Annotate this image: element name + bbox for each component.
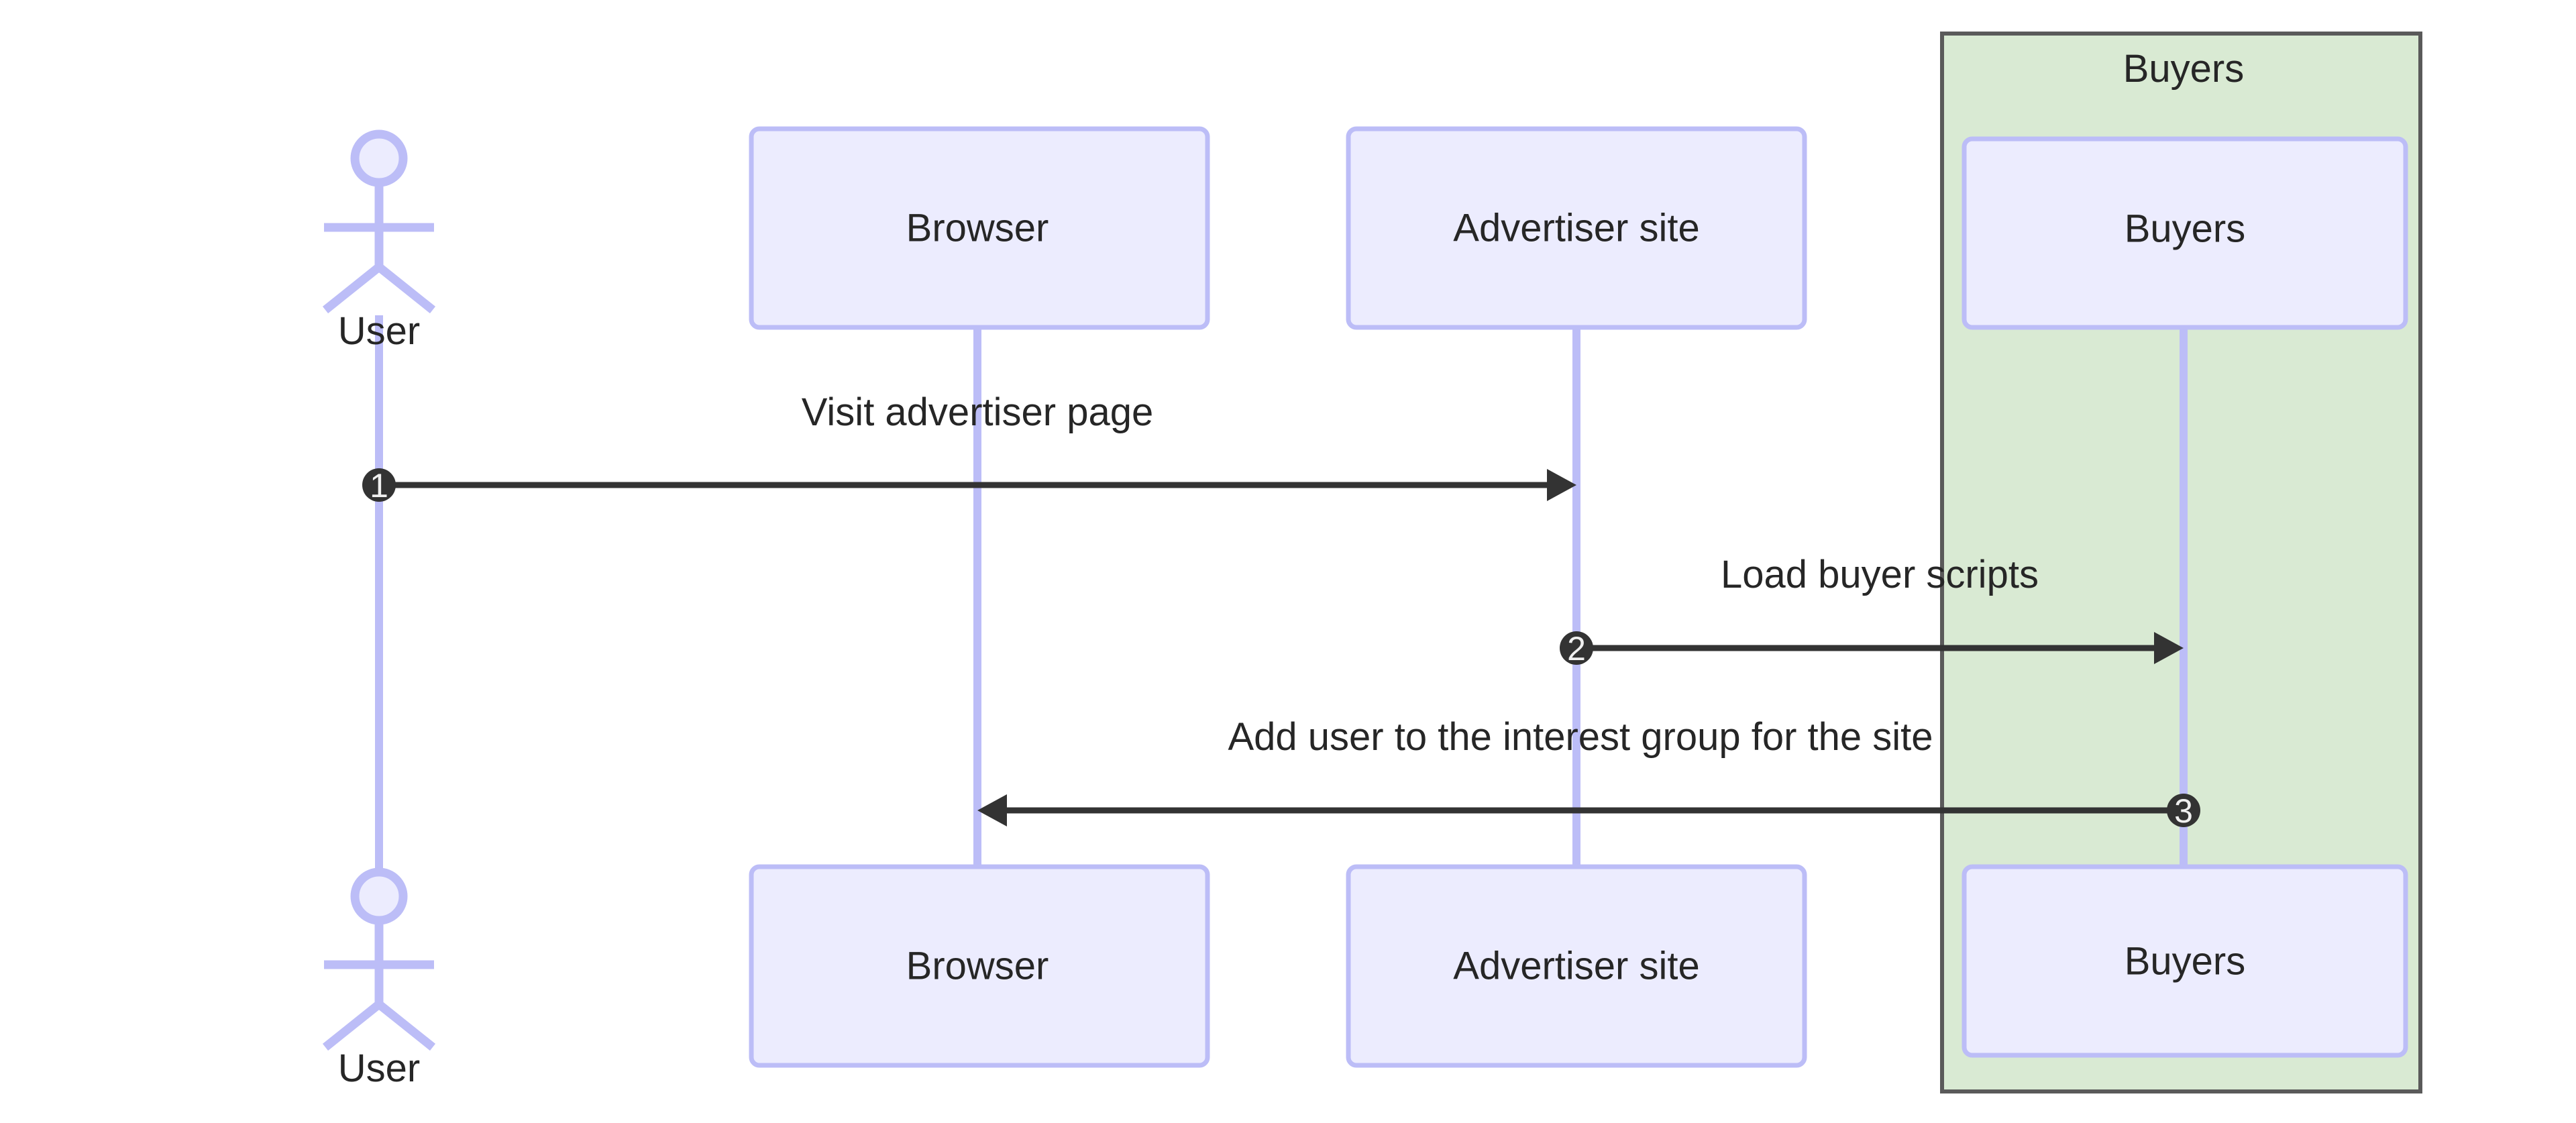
message-3-label: Add user to the interest group for the s… bbox=[1228, 715, 1933, 759]
participant-label-browser-bottom: Browser bbox=[906, 944, 1049, 987]
message-2-badge bbox=[1560, 631, 1593, 665]
group-box-title: Buyers bbox=[2123, 47, 2245, 91]
message-3-badge bbox=[2167, 794, 2200, 827]
message-1-label: Visit advertiser page bbox=[802, 390, 1153, 434]
message-1[interactable]: Visit advertiser page 1 bbox=[362, 390, 1576, 504]
message-2-sequence-number: 2 bbox=[1567, 630, 1586, 667]
actor-label-user-bottom: User bbox=[338, 1047, 420, 1090]
participant-box-rect bbox=[1346, 126, 1807, 330]
participant-box-rect bbox=[1962, 864, 2408, 1058]
participant-buyers-bottom[interactable]: Buyers bbox=[1962, 864, 2408, 1058]
actor-label-user-top: User bbox=[338, 309, 420, 353]
message-2[interactable]: Load buyer scripts 2 bbox=[1560, 553, 2184, 667]
participant-box-rect bbox=[1962, 136, 2408, 330]
actor-head-icon bbox=[350, 867, 408, 925]
actor-legs-icon bbox=[322, 1000, 436, 1051]
message-1-badge bbox=[362, 468, 396, 502]
actor-user-top[interactable]: User bbox=[322, 129, 436, 353]
participant-label-advertiser-site-bottom: Advertiser site bbox=[1453, 944, 1699, 987]
message-1-sequence-number: 1 bbox=[370, 467, 388, 504]
participant-label-advertiser-site-top: Advertiser site bbox=[1453, 206, 1699, 250]
participant-buyers-top[interactable]: Buyers bbox=[1962, 136, 2408, 330]
message-3-sequence-number: 3 bbox=[2174, 792, 2193, 830]
participant-box-rect bbox=[1346, 864, 1807, 1068]
participant-advertiser-site-bottom[interactable]: Advertiser site bbox=[1346, 864, 1807, 1068]
message-3-arrowhead bbox=[977, 794, 1007, 826]
message-2-arrowhead bbox=[2154, 632, 2184, 664]
participant-label-browser-top: Browser bbox=[906, 206, 1049, 250]
message-2-label: Load buyer scripts bbox=[1721, 553, 2039, 596]
participant-box-rect bbox=[749, 126, 1210, 330]
actor-legs-icon bbox=[322, 263, 436, 314]
message-3[interactable]: Add user to the interest group for the s… bbox=[977, 715, 2200, 830]
participant-label-buyers-top: Buyers bbox=[2125, 207, 2246, 250]
message-1-arrowhead bbox=[1547, 469, 1576, 501]
participant-label-buyers-bottom: Buyers bbox=[2125, 939, 2246, 983]
participant-browser-top[interactable]: Browser bbox=[749, 126, 1210, 330]
actor-user-bottom[interactable]: User bbox=[322, 867, 436, 1090]
actor-head-icon bbox=[350, 129, 408, 187]
participant-browser-bottom[interactable]: Browser bbox=[749, 864, 1210, 1068]
participant-box-rect bbox=[749, 864, 1210, 1068]
participant-advertiser-site-top[interactable]: Advertiser site bbox=[1346, 126, 1807, 330]
